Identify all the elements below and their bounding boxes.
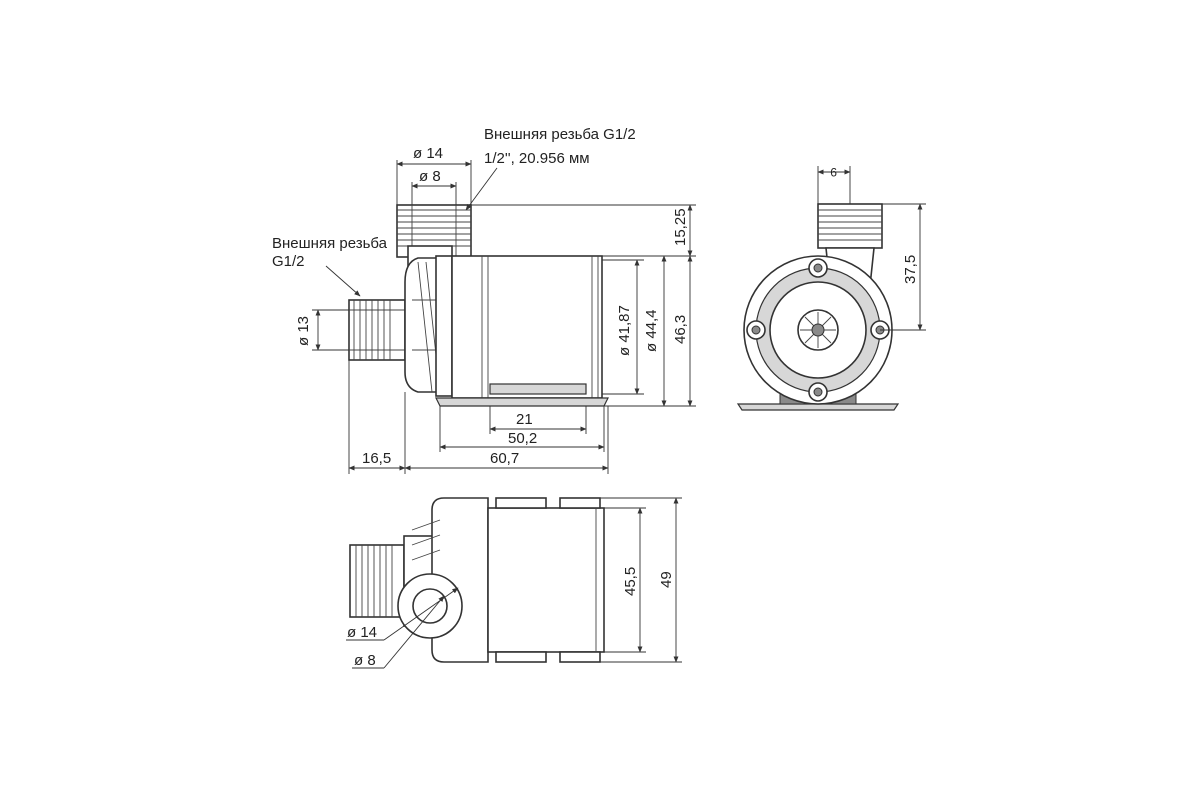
dim-body-diameters: ø 41,87 ø 44,4 46,3 (602, 255, 696, 407)
body-dia-2-label: ø 44,4 (643, 309, 660, 352)
dim-outlet-height: 15,25 (471, 204, 696, 257)
side-view: 9 37,5 (736, 165, 926, 411)
thread-callout-side: Внешняя резьба G1/2 (272, 235, 388, 297)
thread-top-label-2: 1/2'', 20.956 мм (484, 150, 590, 167)
thread-side-label-2: G1/2 (272, 253, 305, 270)
thread-side-label-1: Внешняя резьба (272, 235, 388, 252)
bottom-total-width-label: 49 (658, 571, 675, 588)
dim-side-outlet-width: 9 (817, 165, 851, 204)
base-width-label: 50,2 (508, 430, 537, 447)
bottom-motor (487, 497, 605, 663)
thread-top-label-1: Внешняя резьба G1/2 (484, 126, 636, 143)
inlet-dia-label: ø 13 (295, 316, 312, 346)
inlet-length-label: 16,5 (362, 450, 391, 467)
bottom-outlet (397, 573, 463, 639)
side-outlet-width-label: 9 (830, 165, 837, 179)
base-plate (435, 397, 609, 407)
body-length-label: 60,7 (490, 450, 519, 467)
dim-lengths: 16,5 60,7 (348, 360, 609, 474)
dim-bottom-widths: 45,5 49 (600, 497, 682, 663)
bottom-view: ø 14 ø 8 45,5 49 (346, 497, 682, 669)
outlet-inner-dia-label: ø 8 (419, 168, 441, 185)
thread-callout-top: Внешняя резьба G1/2 1/2'', 20.956 мм (465, 126, 636, 211)
dim-base-widths: 21 50,2 (439, 406, 605, 452)
dim-bottom-diameters: ø 14 ø 8 (346, 587, 459, 669)
pump-head (404, 255, 453, 397)
inlet-pipe (348, 299, 406, 361)
motor-body (451, 255, 603, 399)
side-volute (743, 255, 893, 405)
side-axis-height-label: 37,5 (902, 255, 919, 284)
bottom-body-width-label: 45,5 (622, 567, 639, 596)
body-dia-1-label: ø 41,87 (616, 305, 633, 356)
dim-side-axis-height: 37,5 (880, 203, 926, 331)
total-height-label: 46,3 (672, 315, 689, 344)
base-inner-width-label: 21 (516, 411, 533, 428)
bottom-inner-dia-label: ø 8 (354, 652, 376, 669)
bottom-outer-dia-label: ø 14 (347, 624, 377, 641)
dim-outlet-diameters: ø 14 ø 8 (396, 145, 472, 205)
outlet-height-label: 15,25 (672, 208, 689, 246)
front-view: ø 14 ø 8 Внешняя резьба G1/2 1/2'', 20.9… (272, 126, 696, 474)
outlet-outer-dia-label: ø 14 (413, 145, 443, 162)
dim-inlet-diameter: ø 13 (295, 309, 349, 351)
